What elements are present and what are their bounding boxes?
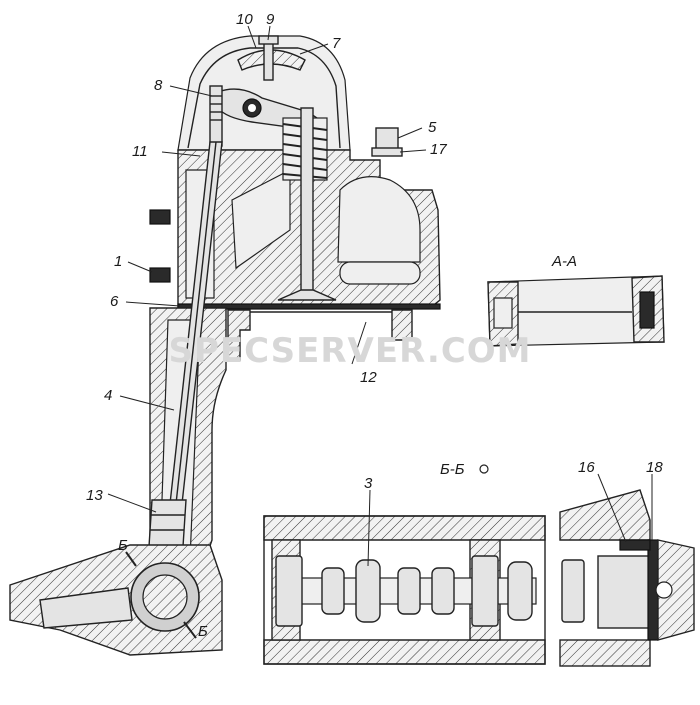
valve-stem	[300, 107, 314, 297]
callout-8: 8	[154, 77, 163, 94]
camshaft-housing-frame	[263, 515, 546, 665]
cap-bolt	[263, 39, 274, 81]
section-mark-b-top: Б	[118, 537, 128, 554]
section-b-b	[263, 489, 695, 667]
cam-lobe-2	[355, 559, 381, 623]
cylinder-head-assembly	[177, 35, 441, 361]
camshaft-journal-1	[275, 555, 303, 627]
head-gasket	[177, 303, 441, 310]
seal-ring	[149, 267, 171, 283]
callout-12: 12	[360, 369, 377, 386]
leader-lines	[107, 25, 653, 567]
camshaft-core	[142, 574, 188, 620]
section-title-b-b: Б-Б	[440, 461, 465, 478]
valve-cover-inner	[187, 47, 341, 149]
cam-lobe-3	[397, 567, 421, 615]
head-bolt	[375, 127, 399, 151]
head-slot	[339, 261, 421, 285]
gear-housing-lower	[559, 639, 651, 667]
camshaft-housing	[263, 515, 546, 541]
callout-16: 16	[578, 459, 595, 476]
cam-lobe-5	[507, 561, 533, 621]
callout-1: 1	[114, 253, 122, 270]
gear-housing	[559, 489, 651, 541]
camshaft-journal-2	[471, 555, 499, 627]
section-cut-marker-bottom	[183, 621, 197, 639]
gear-hub	[655, 581, 673, 599]
callout-9: 9	[266, 11, 275, 28]
lever-arm	[39, 587, 133, 629]
callout-4: 4	[104, 387, 112, 404]
callout-labels: 10 9 7 8 5 17 11 1 6 12 4 13 3 16 18	[86, 11, 663, 504]
callout-6: 6	[110, 293, 119, 310]
cam-lobe-1	[321, 567, 345, 615]
rotation-symbol	[479, 464, 489, 474]
watermark: SPECSERVER.COM	[168, 331, 531, 371]
section-title-a-a: А-А	[551, 253, 577, 270]
camshaft-housing-bottom	[263, 639, 546, 665]
callout-7: 7	[332, 35, 341, 52]
seal-ring-upper	[149, 209, 171, 225]
valve-head	[277, 289, 337, 301]
cylinder-liner	[227, 309, 251, 361]
head-cavity-2	[337, 176, 421, 263]
callout-5: 5	[428, 119, 437, 136]
section-a-a-right-insert	[639, 291, 655, 329]
section-a-a	[487, 275, 665, 347]
callout-11: 11	[132, 143, 148, 160]
head-bolt-washer	[371, 147, 403, 157]
callout-3: 3	[364, 475, 373, 492]
callout-10: 10	[236, 11, 253, 28]
thrust-plate	[619, 539, 651, 551]
section-a-a-left-insert	[493, 297, 513, 329]
callout-18: 18	[646, 459, 663, 476]
adjusting-screw	[209, 85, 223, 147]
camshaft-end-journal	[561, 559, 585, 623]
rocker-shaft-hole	[248, 104, 256, 112]
callout-17: 17	[430, 141, 447, 158]
section-titles: А-А Б-Б Б Б	[118, 253, 577, 640]
section-cut-marker-top	[125, 551, 137, 567]
head-cavity-1	[231, 169, 291, 270]
cam-lobe-4	[431, 567, 455, 615]
drive-gear	[657, 539, 695, 641]
callout-13: 13	[86, 487, 103, 504]
section-mark-b-bottom: Б	[198, 623, 208, 640]
thrust-flange	[597, 555, 653, 629]
cylinder-liner-right	[391, 309, 413, 341]
block-and-pushrod	[9, 141, 227, 656]
